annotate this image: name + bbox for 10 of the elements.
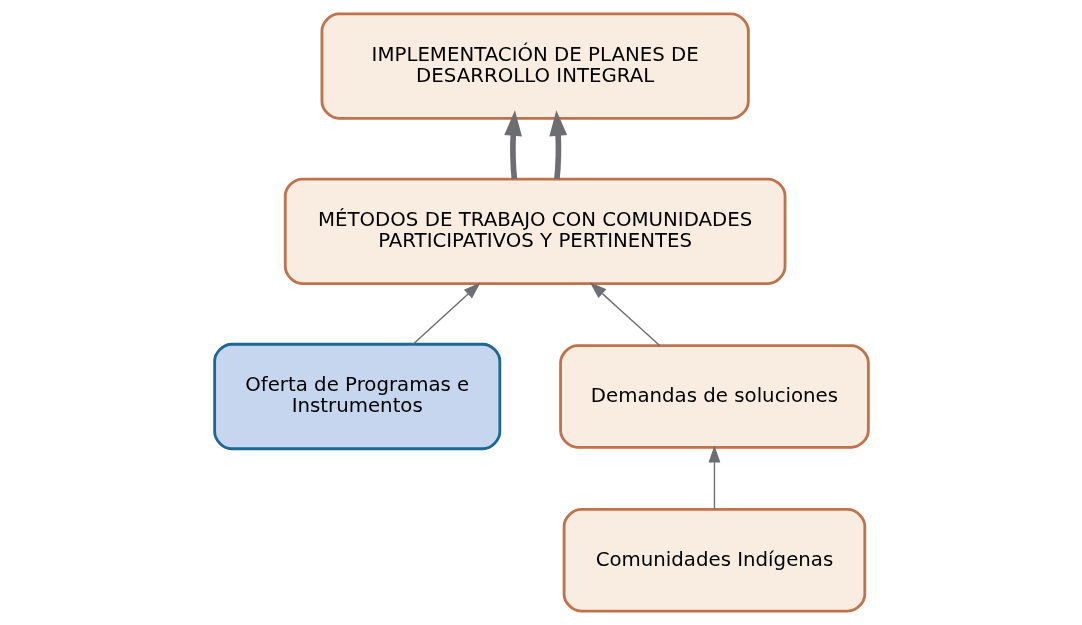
arrow xyxy=(548,110,567,180)
node-box: MÉTODOS DE TRABAJO CON COMUNIDADES PARTICIPATIVOS Y PERTINENTES xyxy=(283,177,786,285)
node-box: Comunidades Indígenas xyxy=(562,508,866,613)
arrow xyxy=(589,282,660,347)
arrow xyxy=(503,110,522,180)
node-box: Demandas de soluciones xyxy=(558,344,870,449)
arrow xyxy=(708,445,720,510)
node-box: IMPLEMENTACIÓN DE PLANES DE DESARROLLO INTEGRAL xyxy=(320,12,750,120)
arrow xyxy=(411,282,480,345)
node-box: Oferta de Programas e Instrumentos xyxy=(212,342,501,451)
